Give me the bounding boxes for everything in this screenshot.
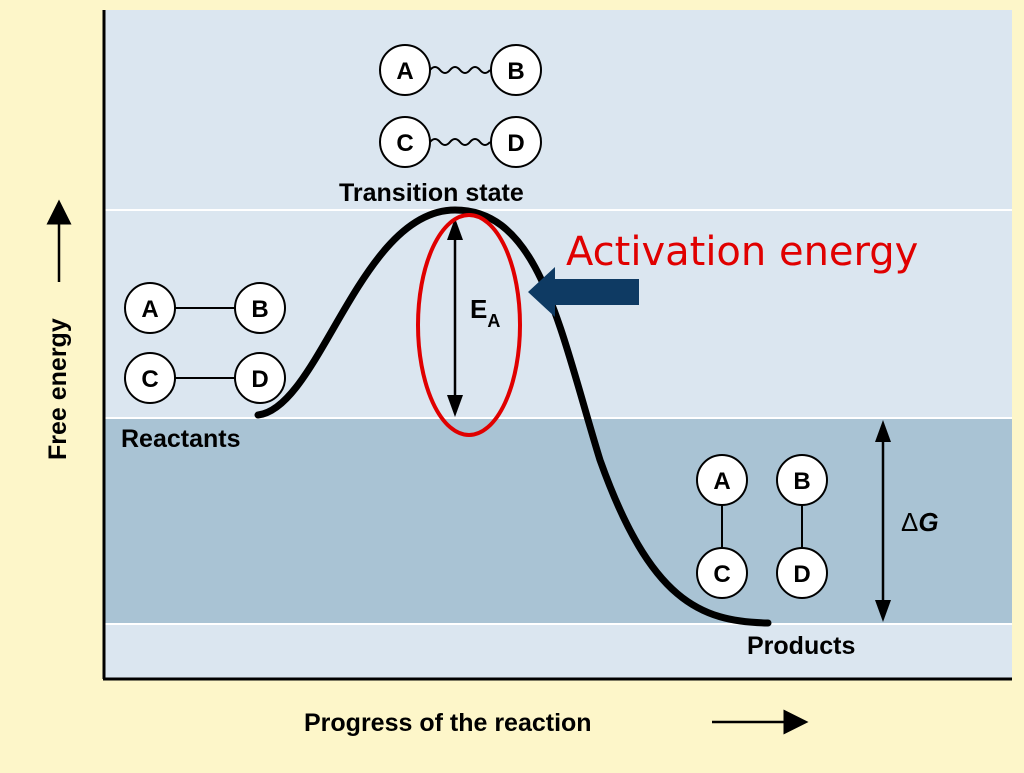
molecule-b-letter: B (251, 296, 268, 323)
x-axis-label: Progress of the reaction (304, 709, 592, 737)
activation-arrow-head-top (447, 218, 463, 240)
activation-arrow-head-bottom (447, 395, 463, 417)
molecule-c-letter: C (396, 130, 413, 157)
wavy-bond-cd (429, 138, 491, 146)
molecule-a-circle (124, 282, 176, 334)
ea-label: EA (470, 294, 500, 331)
y-axis-label: Free energy (44, 318, 72, 460)
molecule-a-letter: A (141, 296, 158, 323)
molecule-b-circle (234, 282, 286, 334)
molecule-c-circle (696, 547, 748, 599)
molecule-d-circle (234, 352, 286, 404)
molecule-d-letter: D (507, 130, 524, 157)
delta-g-arrow-head-bottom (875, 600, 891, 622)
molecule-c-circle (124, 352, 176, 404)
delta-g-label: ΔG (901, 507, 939, 537)
molecule-b-circle (490, 44, 542, 96)
molecule-a-circle (379, 44, 431, 96)
molecule-a-circle (696, 454, 748, 506)
plot-background-upper (104, 10, 1012, 210)
pointer-arrow-icon (528, 267, 639, 317)
molecule-c-circle (379, 116, 431, 168)
transition-state-label: Transition state (339, 179, 524, 207)
activation-energy-annotation: Activation energy (566, 229, 918, 275)
molecule-d-letter: D (251, 366, 268, 393)
plot-background-middle (104, 418, 1012, 624)
y-axis-label-group: Free energy (44, 318, 72, 460)
reactant-molecules: A B C D (124, 282, 286, 404)
molecule-a-letter: A (396, 58, 413, 85)
reactants-label: Reactants (121, 425, 241, 453)
product-molecules: A B C D (696, 454, 828, 599)
energy-curve (254, 206, 772, 627)
highlight-ellipse (416, 213, 522, 437)
molecule-b-circle (776, 454, 828, 506)
plot-background-lower (104, 624, 1012, 678)
molecule-b-letter: B (507, 58, 524, 85)
delta-g-arrow-head-top (875, 420, 891, 442)
molecule-d-circle (490, 116, 542, 168)
molecule-a-letter: A (713, 468, 730, 495)
products-label: Products (747, 632, 855, 660)
molecule-d-letter: D (793, 561, 810, 588)
molecule-c-letter: C (141, 366, 158, 393)
transition-molecules: A B C D (379, 44, 542, 168)
molecule-d-circle (776, 547, 828, 599)
molecule-b-letter: B (793, 468, 810, 495)
wavy-bond-ab (429, 66, 491, 74)
molecule-c-letter: C (713, 561, 730, 588)
